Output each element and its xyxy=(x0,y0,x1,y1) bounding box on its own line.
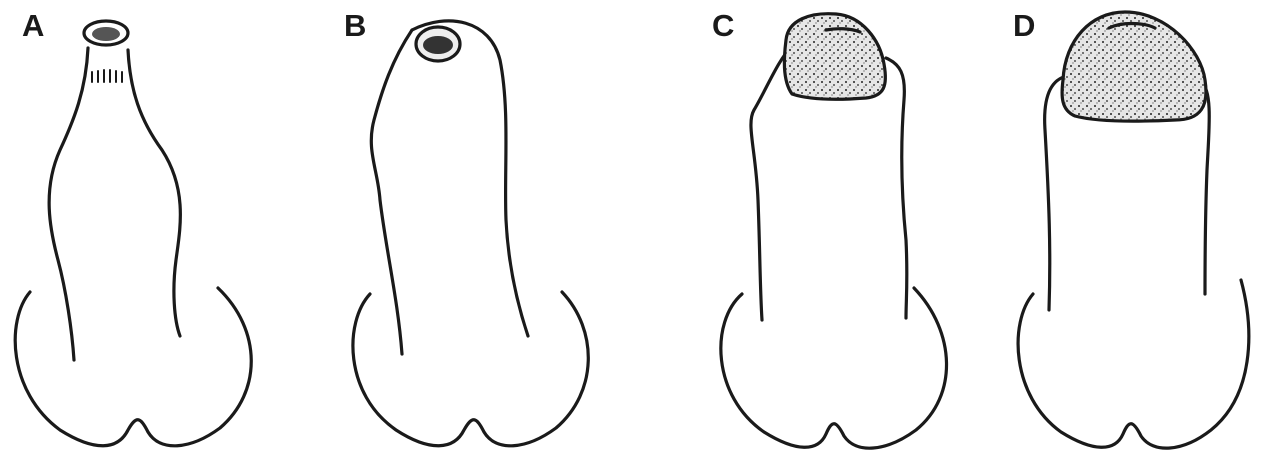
panel-d: D xyxy=(1005,0,1272,465)
opening-dark xyxy=(92,27,120,41)
shaft-right xyxy=(412,21,528,336)
shaft-left xyxy=(751,46,792,320)
scrotum-outline xyxy=(15,288,251,446)
glans xyxy=(784,14,885,99)
shaft-right xyxy=(128,50,180,336)
panel-b: B xyxy=(330,0,630,465)
scrotum-outline xyxy=(353,292,588,446)
shaft-right xyxy=(886,58,907,318)
panel-c: C xyxy=(700,0,990,465)
drawing-c xyxy=(700,0,990,465)
drawing-d xyxy=(1005,0,1272,465)
panel-a: A xyxy=(0,0,300,465)
shaft-left xyxy=(1045,76,1067,310)
shaft-right xyxy=(1201,82,1209,294)
glans xyxy=(1062,12,1206,121)
crease-lines xyxy=(92,70,122,82)
drawing-a xyxy=(0,0,300,465)
meatus-dark xyxy=(423,36,453,54)
scrotum-outline xyxy=(721,288,947,448)
scrotum-outline xyxy=(1018,280,1249,448)
shaft-left xyxy=(371,30,412,354)
drawing-b xyxy=(330,0,630,465)
shaft-left xyxy=(49,48,88,360)
